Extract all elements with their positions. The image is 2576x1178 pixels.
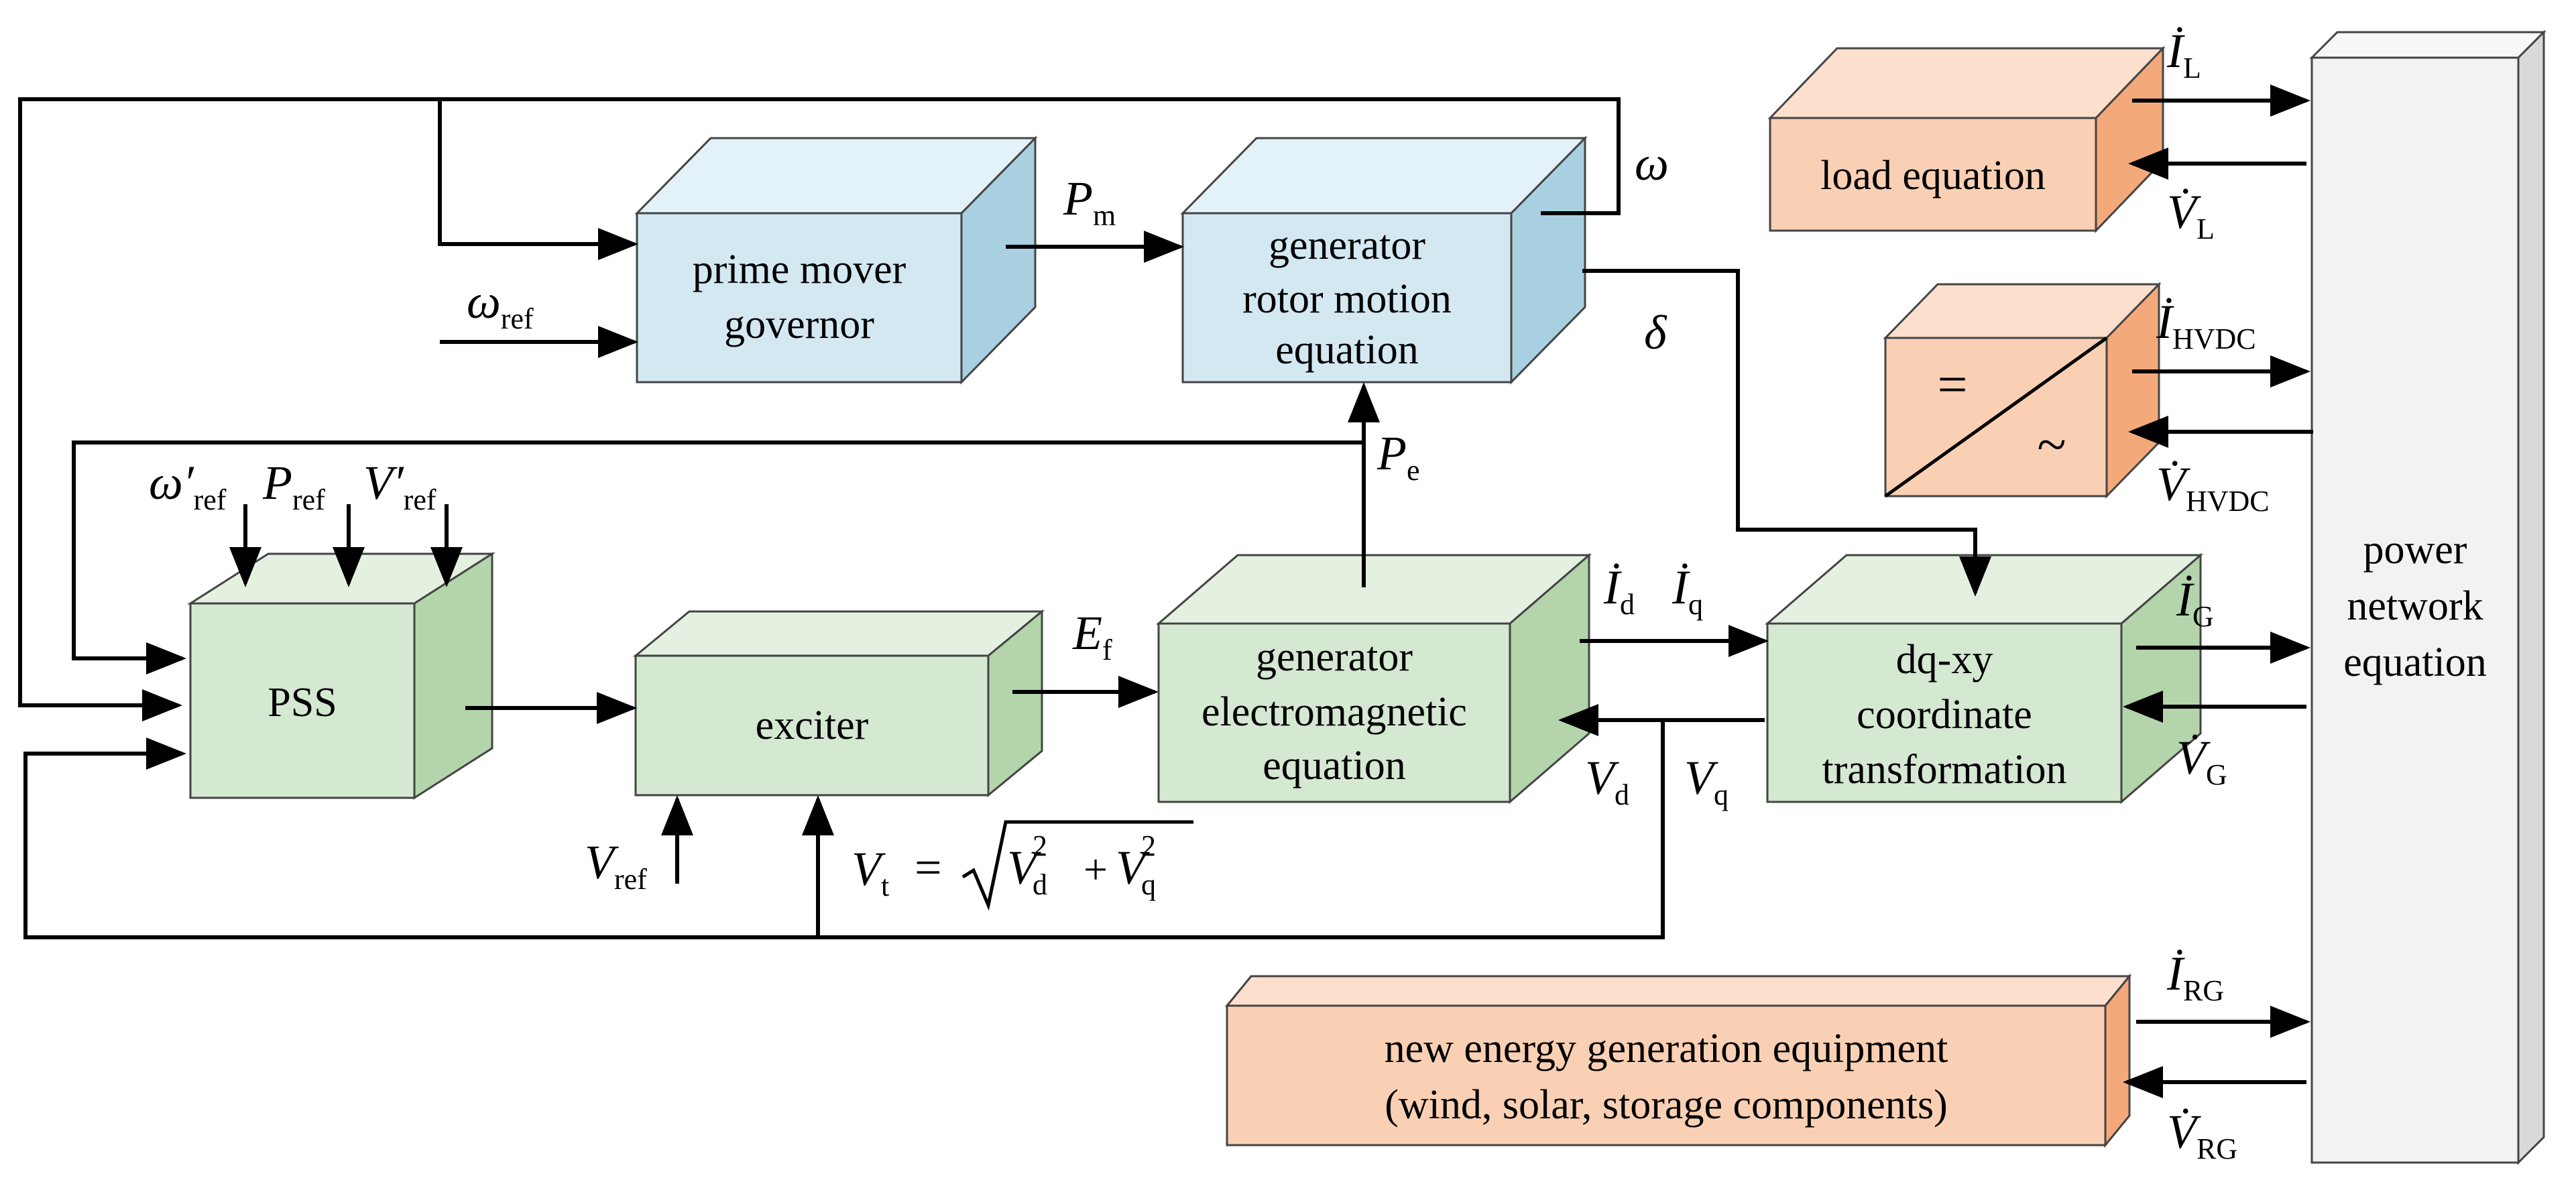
- pe-to-pss-line: [72, 440, 1364, 674]
- il-label: İL: [2166, 24, 2201, 84]
- ig-label: İG: [2176, 573, 2214, 633]
- hvdc-converter-block: = ~: [1883, 282, 2162, 499]
- rotor-motion-label-3: equation: [1275, 327, 1419, 373]
- rotor-motion-label-1: generator: [1269, 223, 1425, 268]
- dqxy-label-3: transformation: [1822, 747, 2066, 792]
- dqxy-transform-block: dq-xy coordinate transformation: [1764, 552, 2204, 805]
- omega-to-governor-line: [438, 99, 638, 260]
- dqxy-label-1: dq-xy: [1896, 637, 1993, 683]
- rotor-motion-label-2: rotor motion: [1242, 276, 1452, 322]
- new-energy-block: new energy generation equipment (wind, s…: [1224, 973, 2132, 1148]
- omega-feedback-line: [18, 97, 1621, 721]
- vt-equals: =: [915, 841, 942, 894]
- vd-label: Vd: [1585, 751, 1629, 811]
- ef-label: Ef: [1072, 606, 1112, 666]
- ihvdc-label: İHVDC: [2156, 295, 2256, 355]
- svg-text:Vd2: Vd2: [1007, 829, 1047, 901]
- power-network-label-3: equation: [2343, 640, 2487, 685]
- electromagnetic-label-3: equation: [1263, 743, 1406, 788]
- p-ref-label: Pref: [262, 456, 325, 516]
- new-energy-label-1: new energy generation equipment: [1385, 1026, 1948, 1071]
- vt-formula: Vt = Vd2 + Vq2: [852, 820, 1193, 911]
- new-energy-label-2: (wind, solar, storage components): [1385, 1082, 1947, 1128]
- omega-label: ω: [1635, 137, 1669, 190]
- prime-mover-label-2: governor: [724, 302, 874, 347]
- vhvdc-label: V̇HVDC: [2156, 457, 2270, 518]
- pm-label: Pm: [1063, 172, 1116, 232]
- hvdc-ac-symbol: ~: [2037, 416, 2066, 475]
- sqrt-sign: [961, 820, 1193, 911]
- vq-label: Vq: [1684, 751, 1729, 811]
- exciter-label: exciter: [756, 703, 869, 748]
- power-network-block: power network equation: [2309, 30, 2546, 1165]
- prime-mover-label-1: prime mover: [693, 247, 906, 292]
- electromagnetic-block: generator electromagnetic equation: [1155, 552, 1592, 805]
- electromagnetic-label-1: generator: [1256, 634, 1413, 680]
- load-equation-block: load equation: [1767, 46, 2166, 233]
- dqxy-label-2: coordinate: [1857, 692, 2032, 738]
- v-ref-prime-label: V′ref: [363, 456, 436, 516]
- vrg-label: V̇RG: [2167, 1105, 2237, 1165]
- vl-label: V̇L: [2167, 185, 2215, 245]
- v-ref-label: Vref: [585, 835, 647, 896]
- vt-feedback-line: [23, 720, 1665, 939]
- omega-ref-label: ωref: [467, 275, 534, 335]
- rotor-motion-block: generator rotor motion equation: [1180, 135, 1588, 385]
- svg-text:Vq2: Vq2: [1116, 829, 1156, 901]
- power-network-label-1: power: [2363, 527, 2467, 573]
- pss-block: PSS: [186, 552, 496, 800]
- delta-label: δ: [1644, 306, 1667, 359]
- id-label: İd: [1603, 561, 1635, 621]
- irg-label: İRG: [2166, 947, 2224, 1007]
- delta-line: [1582, 269, 1991, 597]
- load-equation-label: load equation: [1820, 153, 2046, 198]
- iq-label: İq: [1672, 561, 1703, 621]
- pe-label: Pe: [1377, 426, 1420, 487]
- omega-ref-prime-label: ω′ref: [149, 456, 227, 516]
- prime-mover-governor-block: prime mover governor: [634, 135, 1038, 385]
- pss-label: PSS: [268, 680, 337, 725]
- vt-plus: +: [1084, 845, 1108, 893]
- power-network-label-2: network: [2347, 583, 2483, 629]
- svg-text:Vt: Vt: [852, 842, 889, 902]
- vg-label: V̇G: [2176, 731, 2227, 791]
- hvdc-dc-symbol: =: [1937, 355, 1967, 414]
- exciter-block: exciter: [632, 609, 1045, 798]
- electromagnetic-label-2: electromagnetic: [1202, 689, 1467, 735]
